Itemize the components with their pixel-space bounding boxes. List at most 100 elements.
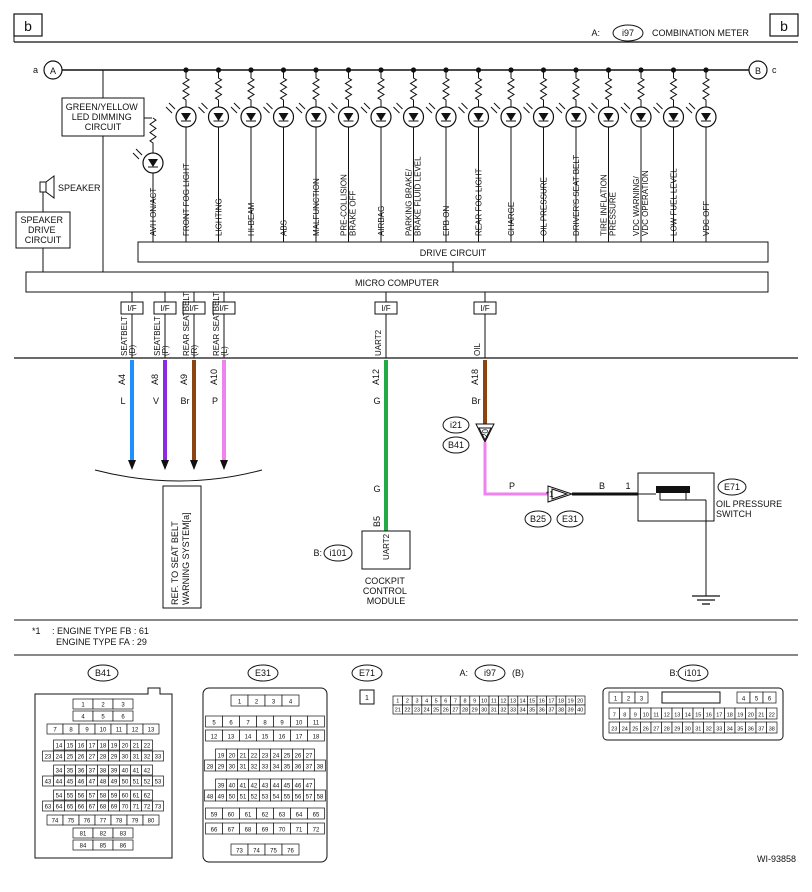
e31-pin: 33	[262, 765, 269, 771]
e31-pin: 46	[295, 784, 302, 790]
diode-symbol	[213, 113, 224, 121]
i97-pin: 7	[454, 699, 457, 705]
i97-pin: 23	[414, 708, 420, 714]
e31-pin: 8	[263, 721, 267, 727]
e31-pin: 44	[273, 784, 280, 790]
b41-pin: 46	[78, 780, 85, 786]
emission-arrows	[132, 148, 143, 160]
cockpit-module-label: COCKPIT CONTROL MODULE	[363, 576, 409, 606]
signal-name-line: (R)	[190, 345, 199, 356]
b41-pin: 10	[100, 728, 107, 734]
oil-j2-left-oval	[524, 510, 552, 528]
led-label-line: BRAKE OFF	[349, 191, 358, 236]
oil-joint-pin: 20	[481, 429, 490, 438]
i101-pin: 4	[742, 697, 746, 703]
i101-pin: 3	[640, 697, 644, 703]
e31-pin: 4	[289, 700, 293, 706]
signal-name-line: (P)	[161, 345, 170, 356]
led-resistor	[539, 70, 548, 107]
led-resistor	[669, 70, 678, 107]
i97-pin: 38	[558, 708, 564, 714]
led-label-line: FRONT FOG LIGHT	[182, 163, 191, 236]
e31-housing	[202, 687, 328, 863]
i97-pin: 1	[396, 699, 399, 705]
e31-pin: 12	[211, 735, 218, 741]
e31-pin: 51	[240, 795, 247, 801]
led-indicator: AVH ON/ACT	[132, 117, 164, 242]
diode-symbol	[376, 113, 386, 121]
e31-pin: 48	[207, 795, 214, 801]
led-resistor	[214, 70, 223, 107]
e31-pin: 21	[240, 754, 247, 760]
b41-cell	[152, 750, 164, 762]
e31-pin: 16	[279, 735, 286, 741]
i101-pin: 35	[737, 727, 743, 733]
e31-pin: 13	[228, 735, 235, 741]
b41-pin: 72	[144, 805, 151, 811]
b41-pin: 9	[85, 728, 89, 734]
b41-pin: 35	[67, 769, 74, 775]
i101-pin: 15	[695, 713, 701, 719]
led-label-line: LIGHTING	[215, 198, 224, 236]
oil-j2-left: B25	[530, 514, 546, 524]
e31-pin: 11	[313, 721, 320, 727]
b41-pin: 41	[133, 769, 140, 775]
led-label-line: DRIVER'S SEAT BELT	[572, 155, 581, 236]
e31-pin: 50	[229, 795, 236, 801]
meter-conn: i97	[622, 28, 634, 38]
e31-pin: 24	[273, 754, 280, 760]
emission-arrows	[685, 102, 696, 114]
oil-switch-name: OIL PRESSURE SWITCH	[716, 499, 785, 519]
b41-pin: 60	[122, 794, 129, 800]
e31-pin: 35	[284, 765, 291, 771]
i97-pin: 3	[415, 699, 418, 705]
b41-pin: 1	[81, 703, 85, 709]
led-label: TIRE INFLATIONPRESSURE	[600, 174, 618, 236]
b41-pin: 36	[78, 769, 85, 775]
b41-pin: 19	[111, 744, 118, 750]
led-label: PARKING BRAKE/BRAKE FLUID LEVEL	[405, 156, 423, 236]
e31-pin: 15	[262, 735, 269, 741]
signal-color-code: Br	[472, 396, 481, 406]
led-resistor	[604, 70, 613, 107]
i101-pin: 21	[758, 713, 764, 719]
e31-pin: 2	[255, 700, 259, 706]
i101-pin: 28	[664, 727, 670, 733]
i101-pin: 37	[758, 727, 764, 733]
e31-pin: 56	[295, 795, 302, 801]
diode-symbol	[506, 113, 516, 121]
i97-pin: 26	[443, 708, 449, 714]
b41-pin: 58	[100, 794, 107, 800]
e31-title: E31	[255, 668, 271, 678]
led-label-line: VDC WARNING/	[632, 176, 641, 236]
b41-pin: 6	[121, 715, 125, 721]
i101-pin: 33	[716, 727, 722, 733]
emission-arrows	[328, 102, 338, 114]
i101-pin: 27	[653, 727, 659, 733]
led-label: LOW FUEL LEVEL	[670, 168, 679, 236]
b41-pin: 52	[144, 780, 151, 786]
i101-pin: 9	[634, 713, 637, 719]
i97-pin: 6	[444, 699, 447, 705]
e31-pin: 9	[280, 721, 284, 727]
b41-pin: 51	[133, 780, 140, 786]
emission-arrows	[653, 102, 663, 114]
oil-joint2-arrow-inner	[551, 488, 569, 500]
e31-pin: 3	[272, 700, 276, 706]
led-label-line: MALFUNCTION	[312, 178, 321, 236]
signal-color-code: G	[373, 396, 380, 406]
e31-pin: 37	[306, 765, 313, 771]
i97-pin: 4	[425, 699, 428, 705]
bus-right-ref: B	[755, 66, 761, 76]
e31-pin: 58	[317, 795, 324, 801]
led-resistor	[149, 117, 157, 153]
led-resistor	[409, 70, 418, 107]
seatbelt-ref-label: REF. TO SEAT BELT WARNING SYSTEM[a]	[170, 512, 191, 605]
b41-pin: 33	[155, 755, 162, 761]
b41-pin: 4	[81, 715, 85, 721]
oil-wire-p	[483, 442, 548, 496]
sdc-line-2: DRIVE	[28, 225, 56, 235]
